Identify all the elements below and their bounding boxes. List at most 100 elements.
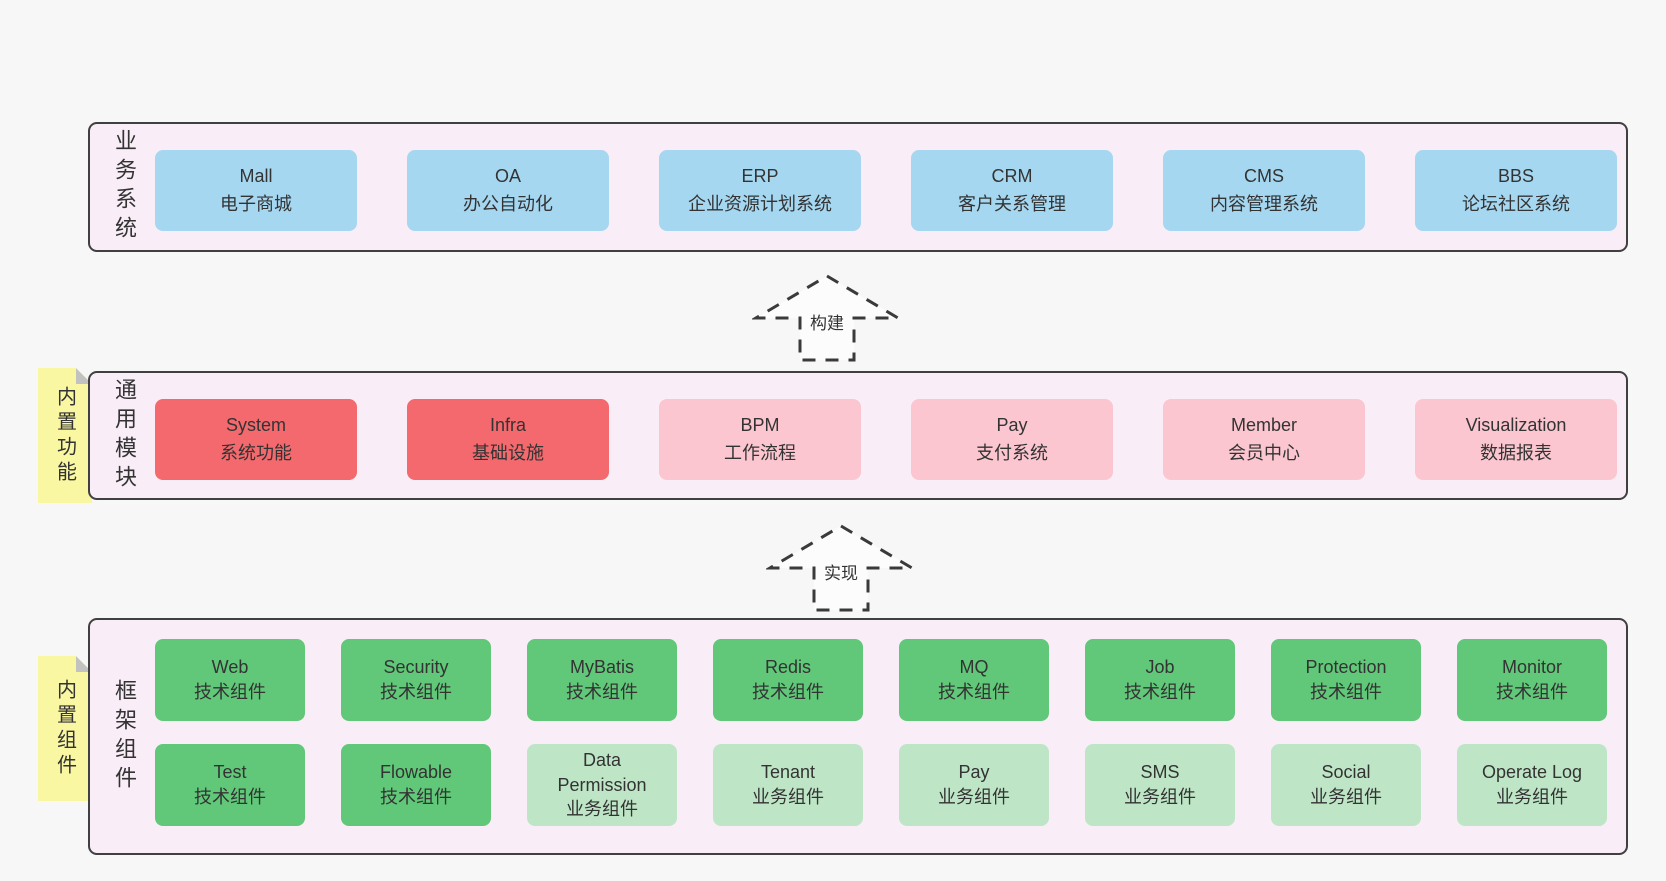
box-subtitle: 技术组件 (194, 682, 266, 702)
box-title: System (225, 414, 286, 435)
flowable-component-box: Flowable 技术组件 (341, 744, 491, 826)
box-title: Mall (239, 165, 273, 186)
box-title: MQ (959, 657, 989, 678)
box-subtitle: 技术组件 (194, 787, 266, 807)
crm-box: CRM 客户关系管理 (911, 150, 1113, 231)
arrow-label: 实现 (821, 558, 861, 585)
box-title: Member (1230, 414, 1297, 435)
box-subtitle: 业务组件 (566, 799, 638, 820)
protection-component-box: Protection 技术组件 (1271, 639, 1421, 721)
sticky-note-label: 内置功能 (53, 385, 76, 486)
box-subtitle: 业务组件 (752, 787, 824, 807)
box-subtitle: 办公自动化 (463, 193, 553, 214)
box-title: Job (1145, 657, 1175, 678)
pay-component-box: Pay 业务组件 (899, 744, 1049, 826)
box-subtitle: 数据报表 (1480, 442, 1552, 463)
box-title: Test (213, 762, 247, 783)
panel-side-label: 业务系统 (112, 129, 137, 245)
box-title: Social (1321, 762, 1371, 783)
pay-module-box: Pay 支付系统 (911, 399, 1113, 480)
box-subtitle: 技术组件 (938, 682, 1010, 702)
system-module-box: System 系统功能 (155, 399, 357, 480)
cms-box: CMS 内容管理系统 (1163, 150, 1365, 231)
build-arrow-up-icon: 构建 (752, 272, 902, 364)
box-subtitle: 客户关系管理 (958, 193, 1066, 214)
box-title: OA (494, 165, 521, 186)
box-subtitle: 内容管理系统 (1210, 193, 1318, 214)
box-title: Visualization (1465, 414, 1567, 435)
sticky-note-label: 内置组件 (53, 678, 76, 779)
box-subtitle: 支付系统 (976, 442, 1048, 463)
tenant-component-box: Tenant 业务组件 (713, 744, 863, 826)
box-subtitle: 技术组件 (566, 682, 638, 702)
visualization-module-box: Visualization 数据报表 (1415, 399, 1617, 480)
framework-box-row-1: Web 技术组件 Security 技术组件 MyBatis 技术组件 Redi… (155, 639, 1607, 721)
box-title: Protection (1305, 657, 1387, 678)
box-subtitle: 电子商城 (220, 193, 292, 214)
redis-component-box: Redis 技术组件 (713, 639, 863, 721)
arrow-label: 构建 (807, 308, 847, 335)
panel-common-modules: 通用模块 System 系统功能 Infra 基础设施 BPM 工作流程 Pay… (88, 371, 1628, 500)
box-title: Pay (958, 762, 990, 783)
modules-box-row: System 系统功能 Infra 基础设施 BPM 工作流程 Pay 支付系统… (155, 399, 1617, 480)
job-component-box: Job 技术组件 (1085, 639, 1235, 721)
box-subtitle: 企业资源计划系统 (688, 193, 832, 214)
box-title: Data Permission (557, 749, 647, 795)
implement-arrow-up-icon: 实现 (766, 522, 916, 614)
web-component-box: Web 技术组件 (155, 639, 305, 721)
box-title: SMS (1140, 762, 1180, 783)
box-subtitle: 业务组件 (1310, 787, 1382, 807)
box-title: Web (211, 657, 249, 678)
sticky-note-built-in-features: 内置功能 (38, 368, 92, 503)
box-title: CRM (991, 165, 1033, 186)
box-title: Redis (764, 657, 812, 678)
box-title: BPM (740, 414, 780, 435)
box-subtitle: 业务组件 (938, 787, 1010, 807)
box-subtitle: 技术组件 (1124, 682, 1196, 702)
box-title: Infra (489, 414, 527, 435)
security-component-box: Security 技术组件 (341, 639, 491, 721)
framework-box-row-2: Test 技术组件 Flowable 技术组件 Data Permission … (155, 744, 1607, 826)
social-component-box: Social 业务组件 (1271, 744, 1421, 826)
box-subtitle: 业务组件 (1496, 787, 1568, 807)
box-subtitle: 技术组件 (1496, 682, 1568, 702)
box-subtitle: 业务组件 (1124, 787, 1196, 807)
panel-side-label: 通用模块 (112, 377, 137, 494)
panel-business-systems: 业务系统 Mall 电子商城 OA 办公自动化 ERP 企业资源计划系统 CRM… (88, 122, 1628, 252)
sms-component-box: SMS 业务组件 (1085, 744, 1235, 826)
business-box-row: Mall 电子商城 OA 办公自动化 ERP 企业资源计划系统 CRM 客户关系… (155, 150, 1617, 231)
infra-module-box: Infra 基础设施 (407, 399, 609, 480)
box-subtitle: 技术组件 (380, 787, 452, 807)
box-title: Monitor (1501, 657, 1563, 678)
box-title: CMS (1244, 165, 1284, 186)
box-title: BBS (1497, 165, 1535, 186)
box-title: Tenant (760, 762, 816, 783)
box-subtitle: 技术组件 (1310, 682, 1382, 702)
box-subtitle: 系统功能 (220, 442, 292, 463)
box-title: Operate Log (1481, 762, 1583, 783)
test-component-box: Test 技术组件 (155, 744, 305, 826)
box-title: Flowable (379, 762, 453, 783)
mybatis-component-box: MyBatis 技术组件 (527, 639, 677, 721)
box-subtitle: 技术组件 (380, 682, 452, 702)
box-title: Pay (996, 414, 1028, 435)
box-subtitle: 基础设施 (472, 442, 544, 463)
panel-framework-components: 框架组件 Web 技术组件 Security 技术组件 MyBatis 技术组件… (88, 618, 1628, 855)
monitor-component-box: Monitor 技术组件 (1457, 639, 1607, 721)
bbs-box: BBS 论坛社区系统 (1415, 150, 1617, 231)
erp-box: ERP 企业资源计划系统 (659, 150, 861, 231)
data-permission-component-box: Data Permission 业务组件 (527, 744, 677, 826)
oa-box: OA 办公自动化 (407, 150, 609, 231)
box-title: Security (383, 657, 449, 678)
box-subtitle: 会员中心 (1228, 442, 1300, 463)
mall-box: Mall 电子商城 (155, 150, 357, 231)
box-subtitle: 论坛社区系统 (1462, 193, 1570, 214)
sticky-note-built-in-components: 内置组件 (38, 656, 92, 801)
mq-component-box: MQ 技术组件 (899, 639, 1049, 721)
box-subtitle: 工作流程 (724, 442, 796, 463)
operate-log-component-box: Operate Log 业务组件 (1457, 744, 1607, 826)
box-subtitle: 技术组件 (752, 682, 824, 702)
box-title: ERP (741, 165, 779, 186)
box-title: MyBatis (569, 657, 634, 678)
